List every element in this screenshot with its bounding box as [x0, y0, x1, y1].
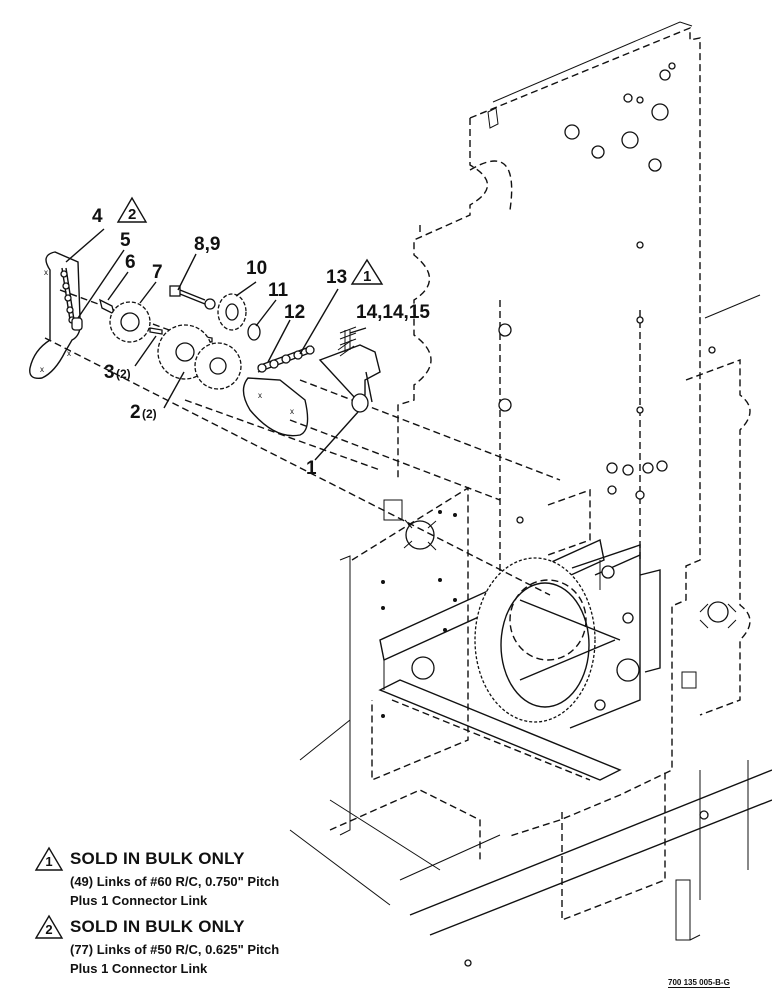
leader-lines	[65, 228, 367, 461]
callout-6: 6	[125, 252, 136, 273]
figure-id: 700 135 005-B-G	[668, 978, 730, 988]
note-2-number: 2	[45, 922, 53, 937]
callout-13: 13	[326, 267, 347, 288]
chain-guard-inner: x x	[242, 377, 309, 437]
callout-12: 12	[284, 302, 305, 323]
note-1-line-2: Plus 1 Connector Link	[70, 893, 208, 908]
callout-3-qty: (2)	[116, 367, 131, 381]
note-1-number: 1	[45, 854, 53, 869]
note-1-triangle: 1	[34, 846, 64, 872]
callout-4: 4	[92, 206, 103, 227]
note-2-title: SOLD IN BULK ONLY	[70, 917, 245, 936]
triangle-note-2-number: 2	[128, 206, 136, 223]
note-2: 2 SOLD IN BULK ONLY (77) Links of #50 R/…	[34, 914, 394, 978]
note-2-line-1: (77) Links of #50 R/C, 0.625" Pitch	[70, 942, 280, 957]
svg-text:x: x	[67, 349, 71, 358]
callout-2: 2	[130, 402, 141, 423]
triangle-note-1-number: 1	[363, 268, 371, 285]
svg-text:x: x	[258, 391, 262, 400]
callout-10: 10	[246, 258, 267, 279]
sprocket-10	[217, 293, 247, 331]
triangle-note-1-marker	[350, 258, 384, 285]
bolt-8-9	[169, 285, 216, 310]
note-2-triangle: 2	[34, 914, 64, 940]
key-3	[149, 327, 163, 335]
callout-8-9: 8,9	[194, 234, 220, 255]
triangle-note-2-marker	[116, 196, 148, 223]
note-1-line-1: (49) Links of #60 R/C, 0.750" Pitch	[70, 874, 280, 889]
callout-11: 11	[268, 280, 289, 301]
callout-5: 5	[120, 230, 131, 251]
roller-chain-13	[257, 345, 315, 373]
callout-14-15: 14,14,15	[356, 302, 430, 323]
spacer-11	[247, 323, 261, 341]
right-lower-panel	[681, 294, 761, 716]
note-2-line-2: Plus 1 Connector Link	[70, 961, 208, 976]
sprocket-7	[109, 301, 151, 343]
svg-text:x: x	[44, 268, 48, 277]
callout-3: 3	[104, 362, 115, 383]
sprocket-2	[157, 324, 242, 390]
gearbox-assembly	[474, 489, 661, 729]
key-6	[99, 298, 115, 316]
note-1-title: SOLD IN BULK ONLY	[70, 849, 245, 868]
roller-chain-4	[60, 267, 76, 324]
svg-text:x: x	[290, 407, 294, 416]
svg-text:x: x	[40, 365, 44, 374]
callout-labels: 4 2 5 6 7 8,9 10 11 12 13 1 14,14,15 3 (…	[92, 196, 430, 479]
notes-block: 1 SOLD IN BULK ONLY (49) Links of #60 R/…	[34, 846, 394, 982]
note-2-header: 2 SOLD IN BULK ONLY	[34, 914, 394, 940]
note-1: 1 SOLD IN BULK ONLY (49) Links of #60 R/…	[34, 846, 394, 910]
callout-7: 7	[152, 262, 163, 283]
connector-link-5	[71, 317, 83, 331]
idler-bracket-1	[318, 326, 381, 413]
callout-1: 1	[306, 458, 317, 479]
callout-2-qty: (2)	[142, 407, 157, 421]
chain-guard-left: x x x	[29, 251, 82, 379]
note-1-header: 1 SOLD IN BULK ONLY	[34, 846, 394, 872]
